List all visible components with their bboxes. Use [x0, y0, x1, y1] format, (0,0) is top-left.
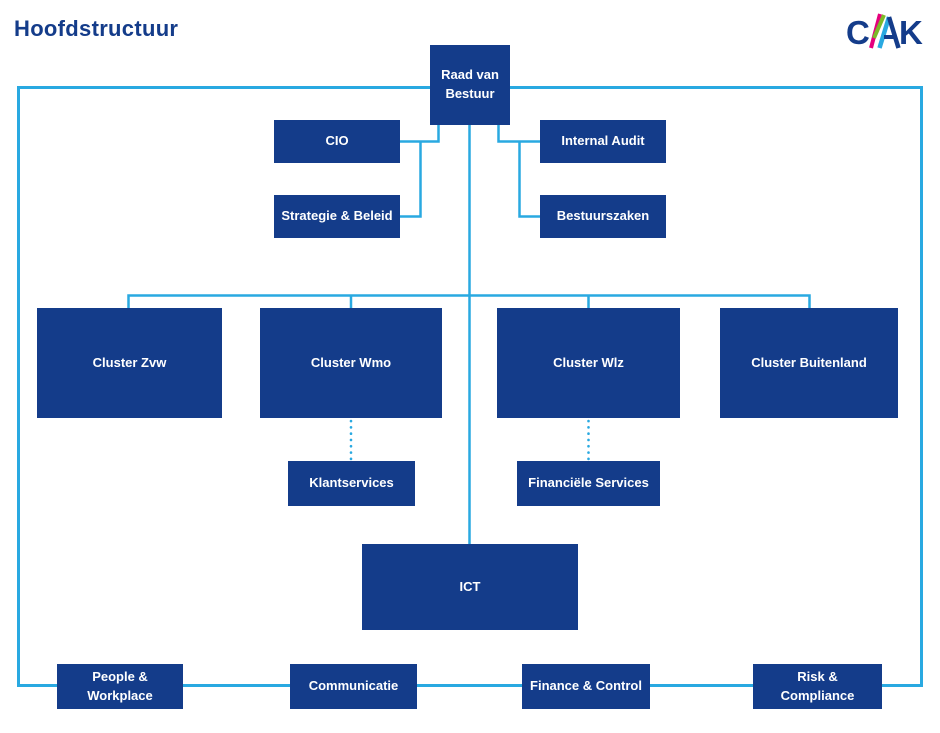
org-node-risk-compliance: Risk & Compliance — [753, 664, 882, 709]
page-title: Hoofdstructuur — [14, 16, 179, 41]
org-node-finance-control: Finance & Control — [522, 664, 650, 709]
org-node-financiele-services: Financiële Services — [517, 461, 660, 506]
cak-logo-letter-k: K — [899, 14, 923, 51]
org-node-klantservices: Klantservices — [288, 461, 415, 506]
org-node-cio: CIO — [274, 120, 400, 163]
org-node-ict: ICT — [362, 544, 578, 630]
org-node-raad-van-bestuur: Raad van Bestuur — [430, 45, 510, 125]
org-node-strategie-beleid: Strategie & Beleid — [274, 195, 400, 238]
org-node-cluster-zvw: Cluster Zvw — [37, 308, 222, 418]
cak-logo-letter-a — [884, 16, 901, 49]
org-node-cluster-wmo: Cluster Wmo — [260, 308, 442, 418]
org-node-people-workplace: People & Workplace — [57, 664, 183, 709]
cak-logo: C K — [846, 13, 923, 51]
dotted-connectors — [349, 419, 590, 461]
org-node-communicatie: Communicatie — [290, 664, 417, 709]
org-node-cluster-wlz: Cluster Wlz — [497, 308, 680, 418]
org-node-internal-audit: Internal Audit — [540, 120, 666, 163]
org-node-bestuurszaken: Bestuurszaken — [540, 195, 666, 238]
solid-connectors — [127, 125, 811, 544]
cak-logo-slash-icon — [869, 13, 892, 49]
org-node-cluster-buitenland: Cluster Buitenland — [720, 308, 898, 418]
cak-logo-letter-c: C — [846, 14, 870, 51]
